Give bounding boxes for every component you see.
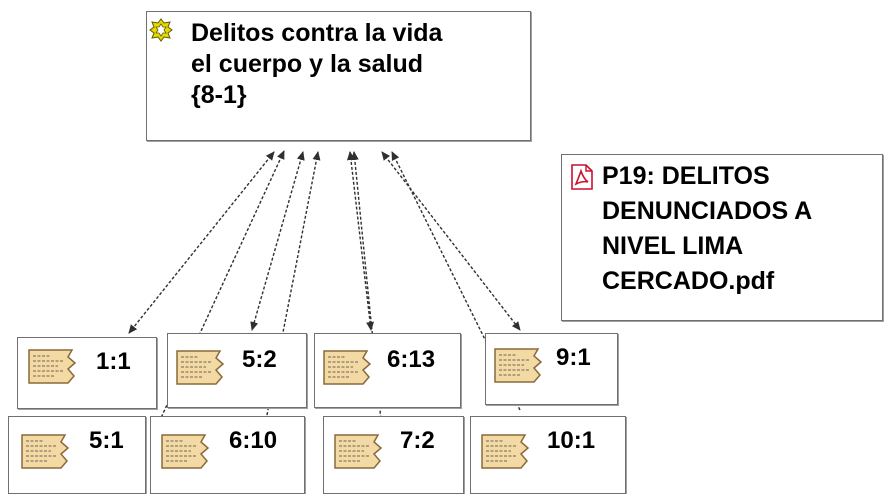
link-code-to-quote-1-1 (128, 151, 275, 334)
quotation-icon (334, 434, 383, 469)
quotation-label: 6:10 (229, 427, 278, 454)
link-code-to-quote-9-1 (381, 151, 521, 331)
link-code-to-quote-6-13 (346, 151, 375, 331)
quotation-label: 9:1 (556, 344, 591, 371)
quotation-label: 1:1 (96, 348, 131, 375)
quotation-label: 10:1 (547, 427, 596, 454)
quotation-icon (176, 350, 225, 385)
quotation-node[interactable]: 6:13 (314, 333, 461, 408)
pdf-document-title: P19: DELITOS DENUNCIADOS A NIVEL LIMA CE… (602, 162, 813, 295)
quotation-label: 5:1 (89, 427, 124, 454)
code-title: Delitos contra la vida el cuerpo y la sa… (191, 19, 443, 109)
quotation-node[interactable]: 5:2 (167, 333, 307, 408)
quotation-label: 6:13 (387, 346, 436, 373)
quotation-icon (323, 350, 372, 385)
quotation-node[interactable]: 1:1 (17, 337, 157, 409)
quotation-icon (161, 434, 210, 469)
pdf-document-node[interactable]: P19: DELITOS DENUNCIADOS A NIVEL LIMA CE… (561, 154, 883, 321)
quotation-node[interactable]: 9:1 (485, 333, 618, 405)
code-node[interactable]: Delitos contra la vida el cuerpo y la sa… (146, 11, 531, 141)
quotation-icon (481, 434, 530, 469)
quotation-icon (28, 349, 77, 384)
quotation-node[interactable]: 5:1 (8, 416, 146, 494)
quotation-icon (494, 348, 543, 383)
quotation-node[interactable]: 7:2 (323, 416, 464, 494)
quotation-label: 7:2 (400, 427, 435, 454)
code-family-icon (149, 18, 173, 42)
pdf-document-icon (571, 164, 593, 190)
link-code-to-quote-5-2 (250, 151, 305, 331)
quotation-label: 5:2 (242, 346, 277, 373)
quotation-node[interactable]: 6:10 (150, 416, 305, 494)
quotation-node[interactable]: 10:1 (470, 416, 626, 494)
quotation-icon (21, 434, 70, 469)
